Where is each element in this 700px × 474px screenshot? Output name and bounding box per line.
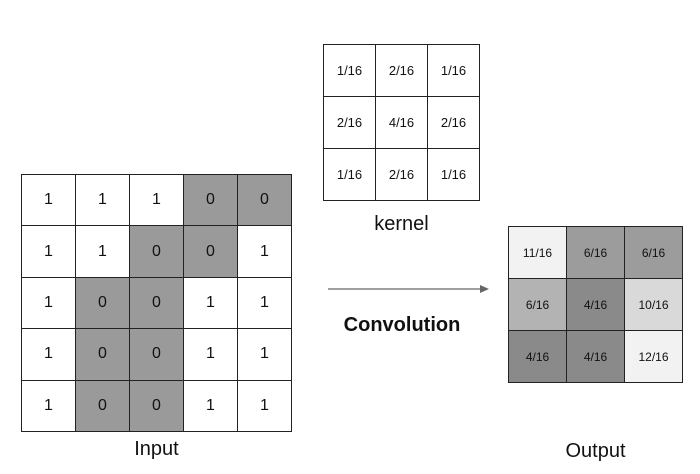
input-cell: 0 [130, 329, 184, 381]
output-cell: 6/16 [567, 227, 625, 279]
input-cell: 1 [184, 277, 238, 330]
input-cell: 1 [184, 329, 238, 381]
kernel-label: kernel [374, 213, 429, 235]
output-cell: 12/16 [625, 331, 683, 383]
arrow-right-icon [328, 285, 489, 293]
input-cell: 1 [76, 226, 130, 278]
input-cell: 0 [184, 226, 238, 278]
operation-label: Convolution [343, 314, 461, 336]
input-cell: 0 [76, 277, 130, 330]
input-cell: 1 [238, 226, 292, 278]
input-cell: 1 [130, 175, 184, 227]
kernel-cell: 1/16 [428, 45, 480, 97]
input-cell: 1 [22, 329, 76, 381]
input-cell: 1 [238, 329, 292, 381]
output-cell: 6/16 [509, 279, 567, 331]
input-cell: 0 [238, 175, 292, 227]
input-cell: 1 [238, 380, 292, 432]
kernel-cell: 2/16 [376, 149, 428, 201]
input-cell: 1 [184, 380, 238, 432]
input-cell: 0 [130, 277, 184, 330]
input-cell: 0 [76, 329, 130, 381]
input-cell: 0 [130, 380, 184, 432]
output-cell: 4/16 [567, 331, 625, 383]
output-cell: 6/16 [625, 227, 683, 279]
output-cell: 4/16 [567, 279, 625, 331]
input-cell: 1 [238, 277, 292, 330]
output-label: Output [565, 440, 626, 462]
input-cell: 1 [22, 226, 76, 278]
output-cell: 10/16 [625, 279, 683, 331]
kernel-cell: 2/16 [324, 97, 376, 149]
kernel-cell: 2/16 [376, 45, 428, 97]
kernel-cell: 1/16 [324, 45, 376, 97]
input-cell: 1 [22, 175, 76, 227]
output-cell: 11/16 [509, 227, 567, 279]
output-cell: 4/16 [509, 331, 567, 383]
kernel-cell: 1/16 [324, 149, 376, 201]
kernel-cell: 2/16 [428, 97, 480, 149]
input-cell: 0 [184, 175, 238, 227]
input-cell: 1 [76, 175, 130, 227]
kernel-cell: 1/16 [428, 149, 480, 201]
input-cell: 0 [76, 380, 130, 432]
kernel-cell: 4/16 [376, 97, 428, 149]
input-label: Input [134, 438, 179, 460]
input-cell: 1 [22, 380, 76, 432]
input-cell: 1 [22, 277, 76, 330]
input-cell: 0 [130, 226, 184, 278]
